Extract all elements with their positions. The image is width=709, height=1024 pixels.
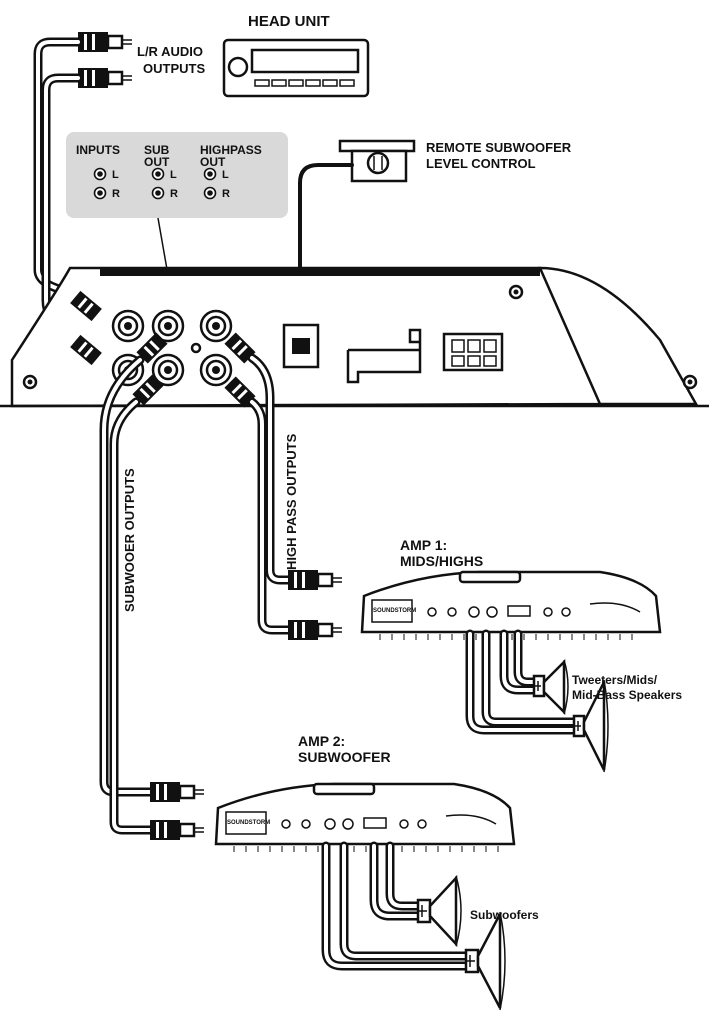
amp2-speaker-wires (321, 841, 471, 971)
amp-housing-right (538, 266, 699, 406)
head-unit-outputs-label-2: OUTPUTS (143, 61, 205, 76)
remote-label-1: REMOTE SUBWOOFER (426, 140, 572, 155)
amp1-title-2: MIDS/HIGHS (400, 553, 483, 569)
panel-column-highpass-out: OUT (200, 155, 226, 169)
amp2-subwoofer-large (464, 911, 506, 1011)
connection-panel: INPUTS SUB OUT HIGHPASS OUT L R L R L R (66, 132, 288, 218)
subwoofer-outputs-label: SUBWOOER OUTPUTS (122, 468, 137, 612)
remote-cable (298, 163, 354, 332)
amp-power-connector (442, 332, 504, 372)
amp-fuse-block (346, 328, 422, 384)
high-pass-output-wires: HIGH PASS OUTPUTS (247, 353, 301, 635)
panel-column-inputs: INPUTS (76, 143, 120, 157)
amp2-vents (233, 846, 499, 852)
main-amplifier (0, 266, 709, 408)
panel-column-sub: SUB (144, 143, 170, 157)
amp1-speakers-label-1: Tweeters/Mids/ (572, 673, 658, 687)
remote-knob (366, 151, 390, 175)
amp1-brand: SOUNDSTORM (373, 608, 416, 614)
head-unit-knob (227, 56, 249, 78)
remote-level-control: REMOTE SUBWOOFER LEVEL CONTROL (338, 139, 572, 183)
amp2-controls (281, 814, 497, 830)
panel-column-sub-out: OUT (144, 155, 170, 169)
amp1-speaker-large (572, 679, 609, 773)
amp1-speaker-wires (465, 629, 579, 735)
amp2-title-2: SUBWOOFER (298, 749, 391, 765)
amp2-brand: SOUNDSTORM (227, 820, 270, 826)
panel-channel-r-3: R (222, 188, 230, 200)
panel-channel-l-1: L (112, 169, 119, 181)
high-pass-rca-plugs (288, 570, 342, 640)
panel-channel-l-3: L (222, 169, 229, 181)
amp2-speakers-label: Subwoofers (470, 908, 539, 922)
subwoofer-rca-plugs (150, 782, 204, 840)
amp2: AMP 2: SUBWOOFER SOUNDSTORM (214, 733, 516, 852)
head-unit-display (250, 48, 360, 74)
subwoofer-output-wires: SUBWOOER OUTPUTS (99, 355, 155, 835)
remote-faceplate (338, 139, 416, 153)
amp1: AMP 1: MIDS/HIGHS SOUNDSTORM (360, 537, 662, 640)
amp1-title-1: AMP 1: (400, 537, 447, 553)
amp2-subwoofer-small (416, 874, 462, 948)
amp-top-rail (100, 268, 540, 276)
panel-jacks (93, 167, 217, 200)
panel-channel-l-2: L (170, 169, 177, 181)
high-pass-outputs-label: HIGH PASS OUTPUTS (284, 433, 299, 570)
panel-background (66, 132, 288, 218)
panel-column-highpass: HIGHPASS (200, 143, 262, 157)
head-unit: HEAD UNIT L/R AUDIO OUTPUTS (137, 13, 370, 98)
panel-channel-r-1: R (112, 188, 120, 200)
head-unit-title: HEAD UNIT (248, 13, 330, 30)
amp-input-plugs (70, 290, 256, 408)
head-unit-buttons (254, 79, 355, 87)
head-unit-outputs-label-1: L/R AUDIO (137, 44, 203, 59)
amp1-speakers-label-2: Mid-Bass Speakers (572, 688, 682, 702)
remote-label-2: LEVEL CONTROL (426, 156, 536, 171)
amp1-speaker-small (532, 658, 569, 716)
amp1-controls (427, 602, 641, 618)
panel-channel-r-2: R (170, 188, 178, 200)
amp2-title-1: AMP 2: (298, 733, 345, 749)
